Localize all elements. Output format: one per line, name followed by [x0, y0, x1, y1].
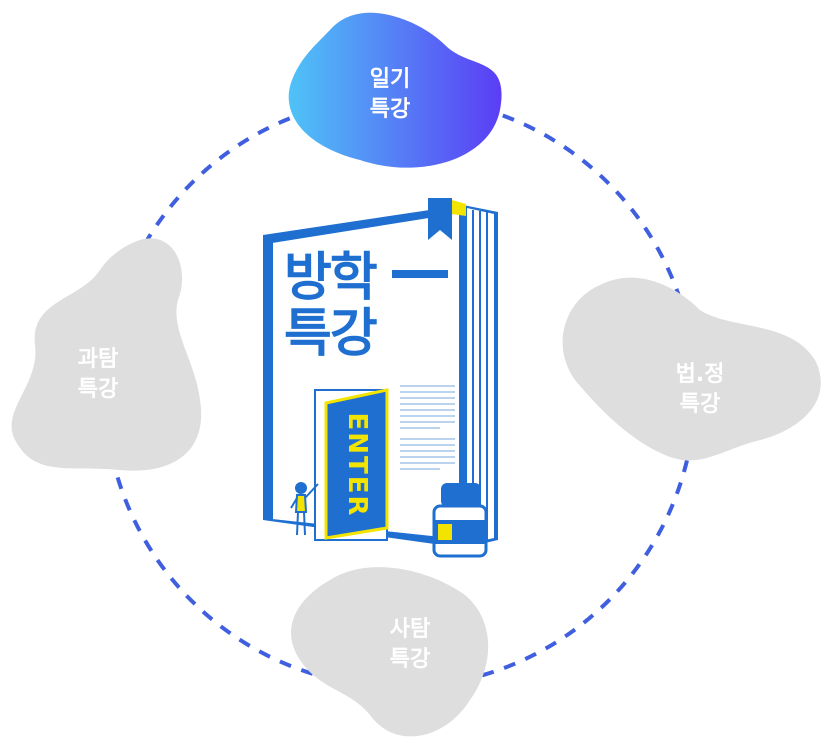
title-underline	[392, 270, 448, 278]
blob-bottom-shape	[291, 567, 489, 737]
blob-top-shape	[288, 12, 502, 168]
book-title-line1: 방학	[284, 248, 378, 308]
menu-item-right-line1: 법.정	[675, 362, 725, 387]
blob-left-shape	[11, 238, 202, 471]
menu-item-right[interactable]: 법.정 특강	[640, 360, 760, 420]
menu-item-left-line2: 특강	[77, 377, 119, 402]
menu-item-top[interactable]: 일기 특강	[330, 65, 450, 125]
menu-item-right-line2: 특강	[679, 392, 721, 417]
menu-item-bottom[interactable]: 사탐 특강	[350, 615, 470, 675]
menu-item-left[interactable]: 과탐 특강	[38, 345, 158, 405]
menu-item-left-line1: 과탐	[77, 347, 119, 372]
ink-bottle-icon	[432, 483, 488, 558]
menu-item-top-line1: 일기	[369, 67, 411, 92]
menu-item-top-line2: 특강	[369, 97, 411, 122]
book-title: 방학 특강	[284, 248, 378, 364]
blob-right-shape	[562, 277, 821, 461]
bookmark-icon	[428, 198, 466, 240]
book-title-line2: 특강	[284, 304, 378, 364]
menu-item-bottom-line1: 사탐	[389, 617, 431, 642]
menu-item-bottom-line2: 특강	[389, 647, 431, 672]
door-label: ENTER	[342, 412, 372, 518]
person-figure-icon	[290, 482, 319, 536]
book-illustration-icon	[263, 198, 498, 558]
